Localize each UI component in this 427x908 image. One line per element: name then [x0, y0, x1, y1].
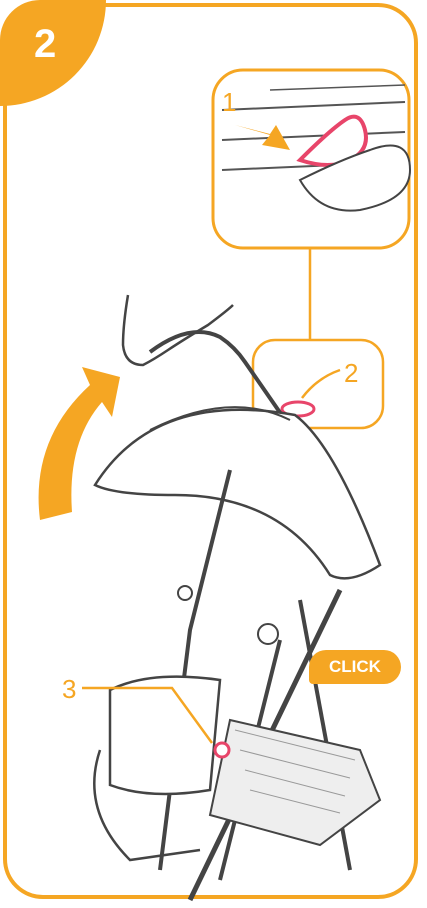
- zoom-inset: [213, 70, 410, 248]
- callout-1: 1: [222, 87, 236, 118]
- callout-3: 3: [62, 674, 76, 705]
- hand-on-handle-icon: [123, 295, 233, 365]
- click-label: CLICK: [309, 650, 401, 684]
- canopy: [95, 410, 380, 579]
- curved-arrow-up-icon: [39, 367, 120, 520]
- lock-indicator-icon: [215, 743, 229, 757]
- seat-cushion: [110, 677, 220, 794]
- callout-2: 2: [344, 358, 358, 389]
